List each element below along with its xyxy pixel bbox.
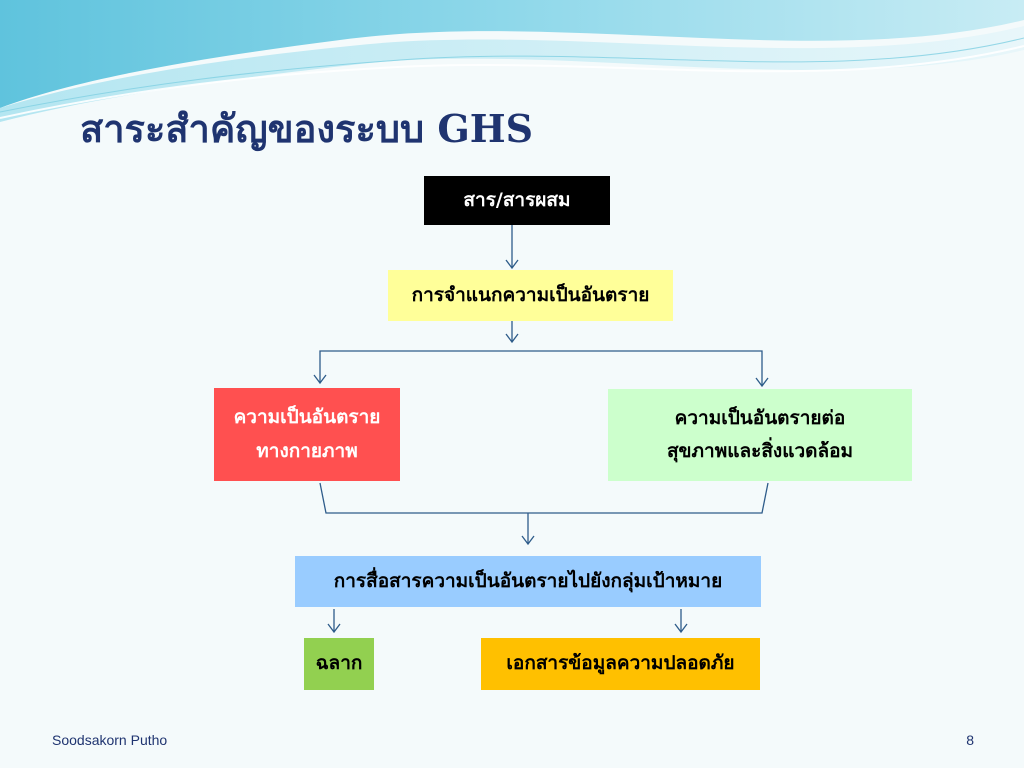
node-classification-line-1: การจำแนกความเป็นอันตราย	[411, 283, 650, 306]
node-substance: สาร/สารผสม	[424, 176, 610, 225]
node-hazard-communication-line-1: การสื่อสารความเป็นอันตรายไปยังกลุ่มเป้าห…	[333, 569, 723, 592]
node-hazard-communication: การสื่อสารความเป็นอันตรายไปยังกลุ่มเป้าห…	[295, 556, 761, 607]
node-health-env-hazard: ความเป็นอันตรายต่อ สุขภาพและสิ่งแวดล้อม	[608, 389, 912, 481]
footer-author: Soodsakorn Putho	[52, 732, 168, 748]
arrowhead-physical-hazard	[313, 374, 327, 385]
connector-branch-merge	[319, 482, 769, 514]
wave-top-band	[0, 0, 1024, 108]
arrowhead-classification-stem	[505, 333, 519, 344]
wave-line	[0, 45, 1024, 119]
arrowhead-sds	[674, 623, 688, 634]
node-health-env-hazard-line-2: สุขภาพและสิ่งแวดล้อม	[666, 440, 854, 462]
arrowhead-label	[327, 623, 341, 634]
node-sds-line-1: เอกสารข้อมูลความปลอดภัย	[506, 652, 735, 675]
wave-light-band	[0, 26, 1024, 122]
node-classification: การจำแนกความเป็นอันตราย	[388, 270, 673, 321]
node-physical-hazard: ความเป็นอันตราย ทางกายภาพ	[214, 388, 400, 481]
node-label: ฉลาก	[304, 638, 374, 690]
node-health-env-hazard-line-1: ความเป็นอันตรายต่อ	[674, 406, 846, 429]
node-substance-line-1: สาร/สารผสม	[463, 188, 571, 211]
arrowhead-communication	[521, 535, 535, 546]
node-physical-hazard-line-2: ทางกายภาพ	[256, 439, 358, 462]
node-sds: เอกสารข้อมูลความปลอดภัย	[481, 638, 760, 690]
arrowhead-classification	[505, 259, 519, 270]
slide-title: สาระสำคัญของระบบ GHS	[80, 106, 534, 151]
node-physical-hazard-line-1: ความเป็นอันตราย	[233, 406, 381, 429]
slide-number: 8	[966, 732, 974, 748]
wave-line-2	[0, 37, 1024, 113]
node-label-line-1: ฉลาก	[315, 652, 363, 675]
connector-branch-split	[319, 350, 763, 386]
arrowhead-health-env-hazard	[755, 377, 769, 388]
